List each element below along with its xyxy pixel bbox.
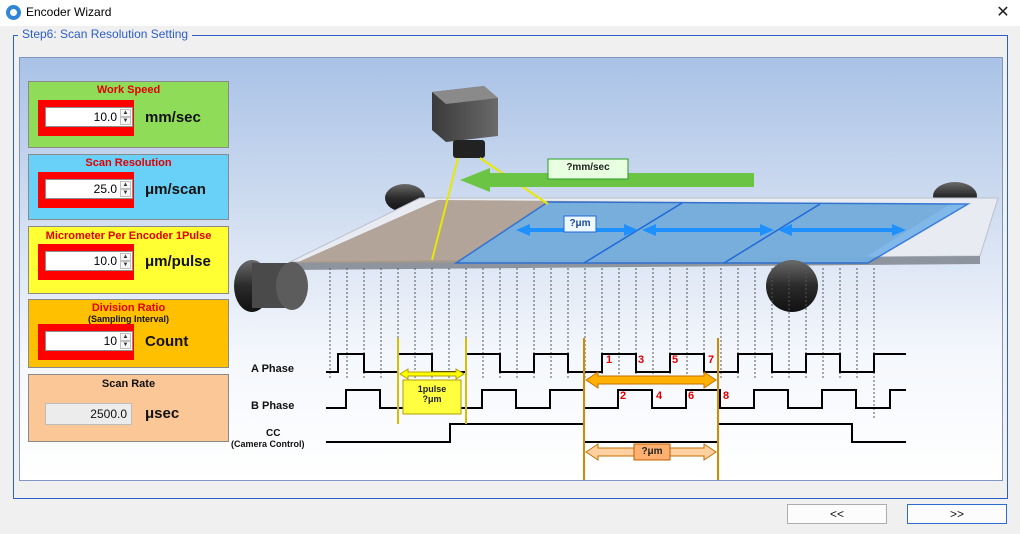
scan-resolution-highlight: ▲ ▼ xyxy=(38,172,134,208)
app-icon xyxy=(6,5,21,20)
next-button[interactable]: >> xyxy=(907,504,1007,524)
work-speed-up-icon[interactable]: ▲ xyxy=(120,109,131,117)
count-7: 7 xyxy=(708,354,715,366)
micrometer-input[interactable] xyxy=(46,252,120,270)
division-ratio-up-icon[interactable]: ▲ xyxy=(120,333,131,341)
scan-resolution-panel: Scan Resolution ▲ ▼ μm/scan xyxy=(28,154,229,220)
work-speed-panel: Work Speed ▲ ▼ mm/sec xyxy=(28,81,229,148)
a-phase-label: A Phase xyxy=(251,363,295,375)
division-ratio-input[interactable] xyxy=(46,332,120,350)
roller-front-right xyxy=(766,260,818,312)
count-4: 4 xyxy=(656,390,663,402)
division-ratio-title: Division Ratio xyxy=(91,302,166,314)
scan-resolution-input[interactable] xyxy=(46,180,120,198)
micrometer-spinner: ▲ ▼ xyxy=(45,251,133,271)
micrometer-title: Micrometer Per Encoder 1Pulse xyxy=(45,230,212,242)
count-8: 8 xyxy=(723,390,730,402)
micrometer-panel: Micrometer Per Encoder 1Pulse ▲ ▼ μm/pul… xyxy=(28,226,229,294)
pulse-label-line1: 1pulse xyxy=(417,384,447,394)
work-speed-title: Work Speed xyxy=(96,84,161,96)
division-ratio-subtitle: (Sampling Interval) xyxy=(87,314,169,324)
division-ratio-highlight: ▲ ▼ xyxy=(38,324,134,360)
scan-resolution-unit: μm/scan xyxy=(145,181,206,198)
count-5: 5 xyxy=(672,354,679,366)
close-icon[interactable]: ✕ xyxy=(996,4,1010,21)
micrometer-unit: μm/pulse xyxy=(145,253,211,270)
micrometer-up-icon[interactable]: ▲ xyxy=(120,253,131,261)
cc-wave xyxy=(326,423,906,443)
count-1: 1 xyxy=(606,354,613,366)
scan-rate-panel: Scan Rate 2500.0 μsec xyxy=(28,374,229,442)
scan-resolution-up-icon[interactable]: ▲ xyxy=(120,181,131,189)
count-6: 6 xyxy=(688,390,695,402)
scan-rate-value: 2500.0 xyxy=(45,403,132,425)
count-3: 3 xyxy=(638,354,645,366)
scan-resolution-spinner: ▲ ▼ xyxy=(45,179,133,199)
a-phase-wave xyxy=(326,353,906,373)
camera-lens xyxy=(453,140,485,158)
work-speed-spinner: ▲ ▼ xyxy=(45,107,133,127)
work-speed-input[interactable] xyxy=(46,108,120,126)
micrometer-highlight: ▲ ▼ xyxy=(38,244,134,280)
work-speed-unit: mm/sec xyxy=(145,109,201,126)
window-title: Encoder Wizard xyxy=(26,5,112,19)
scan-rate-title: Scan Rate xyxy=(101,378,156,390)
title-bar: Encoder Wizard ✕ xyxy=(0,0,1020,26)
work-speed-down-icon[interactable]: ▼ xyxy=(120,117,131,125)
count-2: 2 xyxy=(620,390,627,402)
step-groupbox xyxy=(13,35,1008,499)
speed-arrow xyxy=(460,168,754,192)
cc-label: CC xyxy=(266,428,281,439)
pulse-label-line2: ?μm xyxy=(422,394,442,404)
scan-width-label: ?μm xyxy=(569,218,591,229)
speed-label: ?mm/sec xyxy=(566,162,610,173)
pulse-label: 1pulse ?μm xyxy=(403,384,461,404)
cc-width-label: ?μm xyxy=(641,446,663,457)
work-speed-highlight: ▲ ▼ xyxy=(38,100,134,136)
division-ratio-panel: Division Ratio (Sampling Interval) ▲ ▼ C… xyxy=(28,299,229,368)
division-ratio-unit: Count xyxy=(145,333,189,350)
micrometer-down-icon[interactable]: ▼ xyxy=(120,261,131,269)
scan-rate-unit: μsec xyxy=(145,405,180,422)
back-button[interactable]: << xyxy=(787,504,887,524)
scan-resolution-down-icon[interactable]: ▼ xyxy=(120,189,131,197)
division-ratio-down-icon[interactable]: ▼ xyxy=(120,341,131,349)
cc-sub-label: (Camera Control) xyxy=(231,439,305,449)
division-ratio-spinner: ▲ ▼ xyxy=(45,331,133,351)
b-phase-label: B Phase xyxy=(251,400,295,412)
encoder-illustration xyxy=(234,86,999,480)
scan-resolution-title: Scan Resolution xyxy=(85,157,172,169)
diagram-area: ?mm/sec ?μm A Phase B Phase CC (Camera C… xyxy=(19,57,1003,481)
step-title: Step6: Scan Resolution Setting xyxy=(18,27,193,41)
